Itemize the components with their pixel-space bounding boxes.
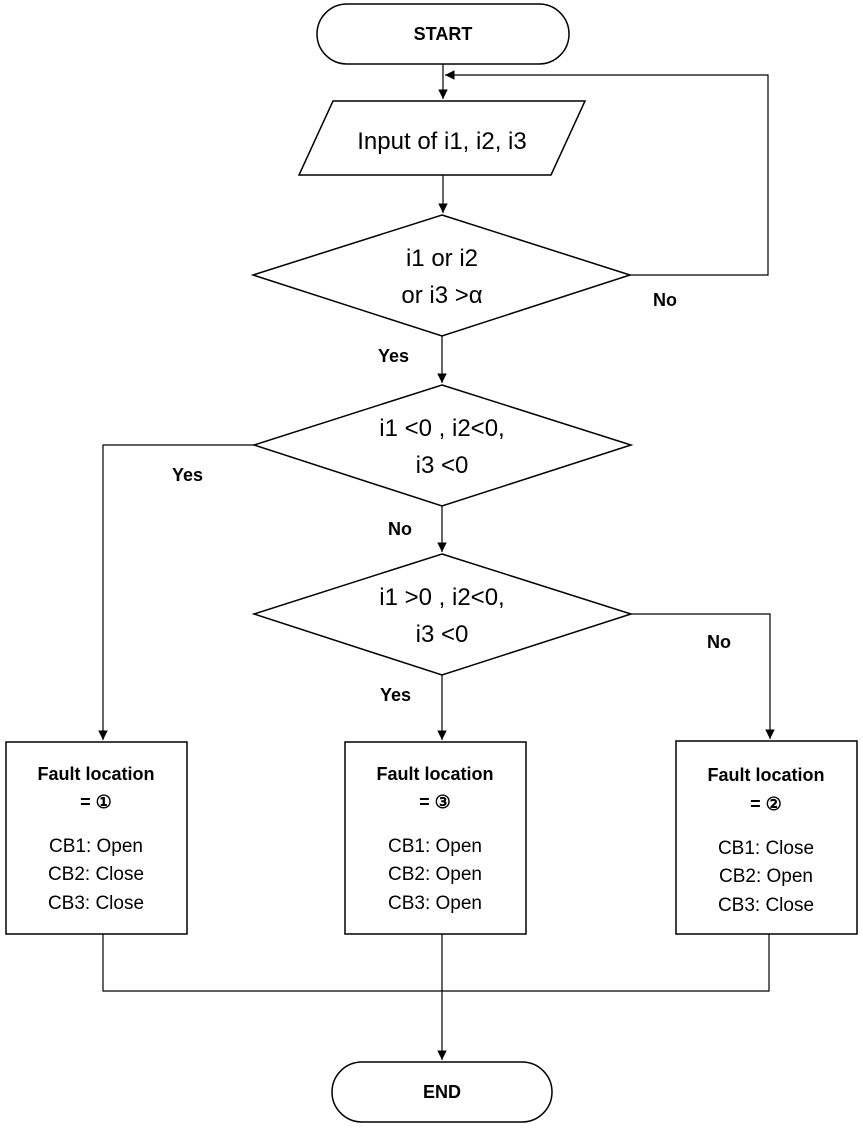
fault-box-1-shape bbox=[5, 741, 188, 935]
decision2-line1: i1 <0 , i2<0, bbox=[379, 415, 504, 442]
start-node: START bbox=[316, 3, 570, 65]
fault-box-2-eq: = ② bbox=[750, 794, 782, 814]
fault-box-2-cb3: CB3: Close bbox=[718, 895, 814, 916]
decision2-line2: i3 <0 bbox=[416, 452, 469, 479]
fault-box-3: Fault location = ③ CB1: Open CB2: Open C… bbox=[344, 741, 527, 935]
decision1-no-label: No bbox=[653, 290, 677, 310]
decision1-line2: or i3 >α bbox=[401, 282, 482, 309]
connector-decision3-box2 bbox=[631, 613, 775, 739]
fault-box-3-eq: = ③ bbox=[419, 792, 451, 812]
fault-box-3-cb3: CB3: Open bbox=[388, 893, 482, 914]
decision3-line2: i3 <0 bbox=[416, 621, 469, 648]
decision1-line1: i1 or i2 bbox=[406, 245, 478, 272]
connector-decision2-box1 bbox=[98, 444, 254, 740]
connector-boxes-merge bbox=[102, 934, 770, 992]
fault-box-2-cb2: CB2: Open bbox=[719, 866, 813, 887]
fault-box-1-eq: = ① bbox=[80, 792, 112, 812]
fault-box-2-cb1: CB1: Close bbox=[718, 838, 814, 859]
decision2-node: i1 <0 , i2<0, i3 <0 bbox=[251, 384, 634, 507]
fault-box-1-title: Fault location bbox=[38, 764, 155, 784]
decision3-shape bbox=[251, 553, 634, 676]
decision1-shape bbox=[250, 214, 633, 337]
decision2-shape bbox=[251, 384, 634, 507]
decision1-node: i1 or i2 or i3 >α bbox=[250, 214, 633, 337]
fault-box-3-cb1: CB1: Open bbox=[388, 836, 482, 857]
decision2-yes-label: Yes bbox=[172, 465, 203, 485]
end-shape bbox=[331, 1061, 553, 1123]
fault-box-2-shape bbox=[675, 740, 858, 935]
fault-box-1-cb2: CB2: Close bbox=[48, 864, 144, 885]
decision3-yes-label: Yes bbox=[380, 685, 411, 705]
fault-box-3-title: Fault location bbox=[377, 764, 494, 784]
connector-decision1-no-loop bbox=[445, 70, 769, 276]
fault-box-1: Fault location = ① CB1: Open CB2: Close … bbox=[5, 741, 188, 935]
decision3-no-label: No bbox=[707, 632, 731, 652]
end-label: END bbox=[423, 1082, 461, 1102]
input-label: Input of i1, i2, i3 bbox=[357, 128, 526, 155]
fault-box-3-shape bbox=[344, 741, 527, 935]
decision3-node: i1 >0 , i2<0, i3 <0 bbox=[251, 553, 634, 676]
end-node: END bbox=[331, 1061, 553, 1123]
fault-box-1-cb3: CB3: Close bbox=[48, 893, 144, 914]
fault-box-1-cb1: CB1: Open bbox=[49, 836, 143, 857]
start-label: START bbox=[414, 24, 473, 44]
input-shape bbox=[297, 100, 587, 176]
fault-box-2-title: Fault location bbox=[708, 765, 825, 785]
decision2-no-label: No bbox=[388, 519, 412, 539]
decision1-yes-label: Yes bbox=[378, 346, 409, 366]
fault-box-3-cb2: CB2: Open bbox=[388, 864, 482, 885]
input-node: Input of i1, i2, i3 bbox=[297, 100, 587, 176]
decision3-line1: i1 >0 , i2<0, bbox=[379, 584, 504, 611]
fault-box-2: Fault location = ② CB1: Close CB2: Open … bbox=[675, 740, 858, 935]
